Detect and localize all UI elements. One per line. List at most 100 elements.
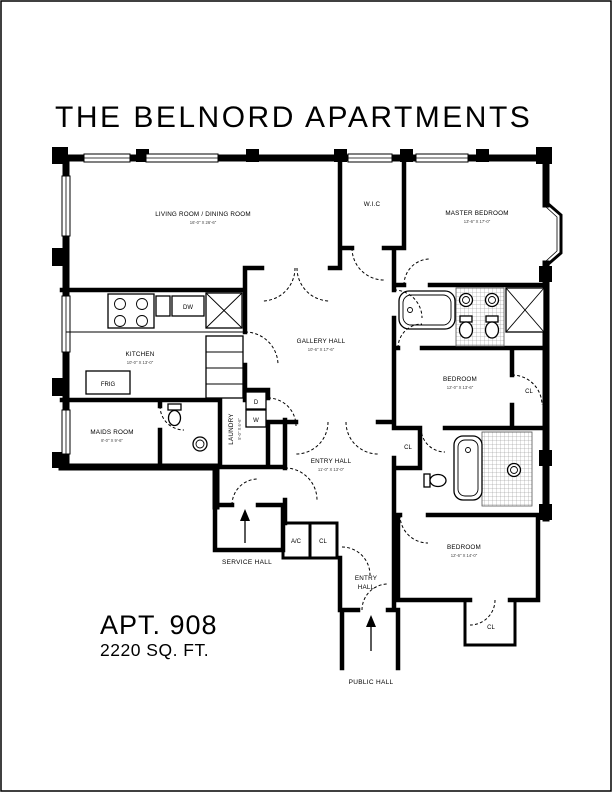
wall-pier [246,149,259,162]
dryer-icon: D [245,391,267,410]
wall-pier [476,149,489,162]
bedroom1-label: BEDROOM [443,376,477,383]
interior-walls [59,155,549,671]
page-title: THE BELNORD APARTMENTS [55,101,532,134]
bay-window-wall [543,199,563,269]
sink-icon [192,436,208,452]
closet-label: CL [487,625,495,631]
dryer-label: D [254,400,259,406]
kitchen-sink-icon [155,295,171,317]
wall-pier [52,248,65,266]
door-arc [511,374,543,406]
entry-hall2-label-line2: HALL [358,584,375,591]
door-arc [351,247,385,281]
wic-label: W.I.C [364,201,381,208]
door-arc [295,421,329,455]
door-arc [403,258,431,286]
wall-pier [52,452,65,468]
maids-room-dims: 8'-0" X 9'-6" [101,438,123,443]
living-room-label: LIVING ROOM / DINING ROOM [155,211,251,218]
gallery-hall-label: GALLERY HALL [297,338,346,345]
wall-pier [52,378,65,396]
bathtub-icon [453,435,483,501]
wall-pier [539,450,552,466]
door-arc [267,397,297,427]
door-arcs-layer [159,247,543,626]
door-arc [231,478,259,506]
door-arc [345,421,379,455]
door-arc [399,514,429,544]
door-arc [393,289,423,319]
door-arc [341,546,371,576]
kitchen-dims: 10'-0" X 13'-0" [127,360,154,365]
gallery-hall-dims: 10'-6" X 17'-6" [308,347,335,352]
fixtures-layer: DW FRIG D W [66,287,545,507]
master-bedroom-dims: 13'-6" X 17'-0" [464,219,491,224]
closet-label: CL [404,445,412,451]
bedroom2-dims: 12'-6" X 14'-0" [451,553,478,558]
bay-window-glass [545,206,558,262]
entry-hall-dims: 11'-0" X 13'-0" [318,467,345,472]
bedroom2-label: BEDROOM [447,544,481,551]
sink-icon [458,292,474,308]
bathtub-icon [398,290,456,330]
wall-pier [539,266,552,282]
sink-icon [506,462,522,478]
ac-closet-label: A/C [291,539,302,545]
windows-layer [61,153,469,455]
door-arc [284,467,318,501]
kitchen-label: KITCHEN [125,351,154,358]
entry-closet-walls [281,521,339,560]
labels-layer: LIVING ROOM / DINING ROOM 16'-0" X 26'-6… [90,201,533,686]
wall-pier [400,149,413,162]
washer-icon: W [245,409,267,428]
public-entrance-arrow-icon [366,615,376,651]
stove-icon [107,293,155,329]
door-arc [469,599,496,626]
door-arc [296,267,331,302]
wall-pier [539,504,552,520]
window [145,153,219,163]
refrigerator-label: FRIG [101,382,116,388]
shaft-x-box [205,292,243,329]
entry-hall2-label-line1: ENTRY [355,575,378,582]
walls-layer [52,147,563,671]
refrigerator-icon: FRIG [85,370,131,395]
toilet-icon [484,315,500,339]
window [83,153,131,163]
door-arc [261,267,296,302]
living-room-dims: 16'-0" X 26'-6" [190,220,217,225]
toilet-icon [458,315,474,339]
door-arc [159,405,185,431]
closet-label: CL [319,539,327,545]
toilet-icon [167,403,182,427]
entry-hall-label: ENTRY HALL [311,458,352,465]
pantry-shelves [205,335,244,399]
laundry-label: LAUNDRY [228,413,235,445]
master-bedroom-label: MASTER BEDROOM [445,210,508,217]
washer-label: W [253,418,259,424]
wall-pier [536,147,552,164]
door-arc [420,427,446,453]
door-arc [397,323,423,349]
wall-pier [52,147,68,164]
maids-room-label: MAIDS ROOM [90,429,133,436]
bedroom1-dims: 12'-0" X 13'-6" [447,385,474,390]
dishwasher-icon: DW [171,295,205,317]
public-hall-label: PUBLIC HALL [349,679,394,686]
laundry-dims: 5'-0" X 6'-6" [237,418,242,440]
closet-x-box [505,287,545,333]
closet-label: CL [525,389,533,395]
service-entrance-arrow-icon [240,509,250,543]
bedroom2-closet-walls [463,598,517,647]
apartment-area: 2220 SQ. FT. [100,640,209,660]
wall-pier [334,149,347,162]
window [347,153,393,163]
window [61,175,71,237]
toilet-icon [423,473,447,488]
window [61,409,71,455]
service-hall-label: SERVICE HALL [222,559,272,566]
